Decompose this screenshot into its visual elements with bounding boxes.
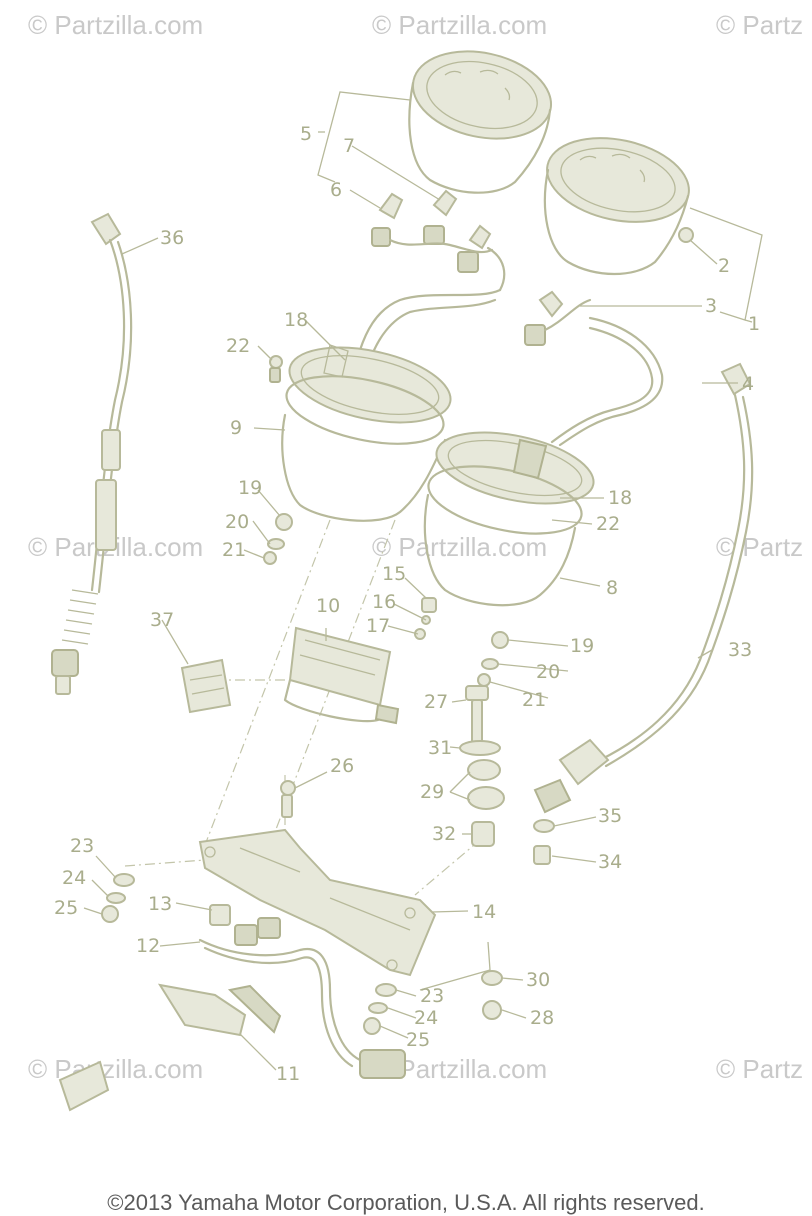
callout-19: 19 bbox=[238, 477, 262, 499]
callout-7: 7 bbox=[343, 135, 355, 157]
callout-6: 6 bbox=[330, 179, 342, 201]
tachometer-case bbox=[423, 431, 595, 607]
callout-27: 27 bbox=[424, 691, 448, 713]
watermark: © Partzilla.com bbox=[28, 1054, 203, 1084]
tachometer-fasteners bbox=[414, 597, 509, 687]
speedometer-cable bbox=[51, 212, 133, 695]
speedometer-sockets bbox=[371, 189, 506, 292]
callout-labels: 1 2 3 4 5 6 7 8 9 10 11 12 13 14 15 16 1… bbox=[54, 123, 760, 1085]
watermark: © Partzilla.com bbox=[28, 10, 203, 40]
tachometer-cable bbox=[533, 362, 754, 814]
bulb-sockets bbox=[157, 983, 282, 1037]
watermark: © Partz bbox=[716, 10, 803, 40]
indicator-sockets bbox=[198, 904, 362, 1068]
callout-30: 30 bbox=[526, 969, 550, 991]
callout-5: 5 bbox=[300, 123, 312, 145]
tachometer bbox=[543, 137, 694, 276]
callout-35: 35 bbox=[598, 805, 622, 827]
meter-leads bbox=[358, 288, 664, 447]
callout-19b: 19 bbox=[570, 635, 594, 657]
callout-24: 24 bbox=[62, 867, 86, 889]
callout-29: 29 bbox=[420, 781, 444, 803]
callout-24b: 24 bbox=[414, 1007, 438, 1029]
watermark: © Partz bbox=[716, 532, 803, 562]
bracket-fasteners bbox=[101, 873, 503, 1035]
callout-9: 9 bbox=[230, 417, 242, 439]
callout-26: 26 bbox=[330, 755, 354, 777]
callout-14: 14 bbox=[472, 901, 496, 923]
bracket-part-5 bbox=[317, 91, 411, 183]
tachometer-sockets bbox=[524, 290, 592, 346]
callout-36: 36 bbox=[160, 227, 184, 249]
indicator-lens bbox=[180, 658, 232, 714]
callout-15: 15 bbox=[382, 563, 406, 585]
watermark: © Partz bbox=[716, 1054, 803, 1084]
callout-4: 4 bbox=[742, 373, 754, 395]
callout-34: 34 bbox=[598, 851, 622, 873]
speedometer bbox=[408, 50, 553, 194]
callout-18b: 18 bbox=[608, 487, 632, 509]
callout-22: 22 bbox=[226, 335, 250, 357]
callout-8: 8 bbox=[606, 577, 618, 599]
callout-37: 37 bbox=[150, 609, 174, 631]
callout-12: 12 bbox=[136, 935, 160, 957]
callout-25: 25 bbox=[54, 897, 78, 919]
callout-3: 3 bbox=[705, 295, 717, 317]
leader-lines bbox=[83, 145, 738, 1071]
watermark: © Partzilla.com bbox=[372, 532, 547, 562]
damper-stack bbox=[459, 685, 505, 847]
callout-16: 16 bbox=[372, 591, 396, 613]
callout-28: 28 bbox=[530, 1007, 554, 1029]
bracket-part-1 bbox=[689, 207, 763, 323]
callout-23: 23 bbox=[70, 835, 94, 857]
speedometer-fasteners bbox=[263, 355, 293, 565]
callout-21b: 21 bbox=[522, 689, 546, 711]
callout-21: 21 bbox=[222, 539, 246, 561]
indicator-light bbox=[283, 626, 400, 725]
callout-2: 2 bbox=[718, 255, 730, 277]
watermark: © Partzilla.com bbox=[372, 10, 547, 40]
callout-31: 31 bbox=[428, 737, 452, 759]
callout-13: 13 bbox=[148, 893, 172, 915]
callout-10: 10 bbox=[316, 595, 340, 617]
small-bracket bbox=[58, 1060, 110, 1112]
callout-18: 18 bbox=[284, 309, 308, 331]
callout-22b: 22 bbox=[596, 513, 620, 535]
callout-23b: 23 bbox=[420, 985, 444, 1007]
callout-32: 32 bbox=[432, 823, 456, 845]
callout-17: 17 bbox=[366, 615, 390, 637]
copyright-notice: ©2013 Yamaha Motor Corporation, U.S.A. A… bbox=[107, 1190, 705, 1215]
callout-33: 33 bbox=[728, 639, 752, 661]
meter-bracket bbox=[198, 828, 437, 977]
speedometer-case bbox=[281, 344, 452, 522]
callout-1: 1 bbox=[748, 313, 760, 335]
callout-25b: 25 bbox=[406, 1029, 430, 1051]
screw-26 bbox=[280, 780, 296, 818]
cable-fasteners bbox=[533, 819, 555, 865]
callout-20: 20 bbox=[225, 511, 249, 533]
callout-11: 11 bbox=[276, 1063, 300, 1085]
lead-connector bbox=[359, 1049, 406, 1079]
callout-20b: 20 bbox=[536, 661, 560, 683]
